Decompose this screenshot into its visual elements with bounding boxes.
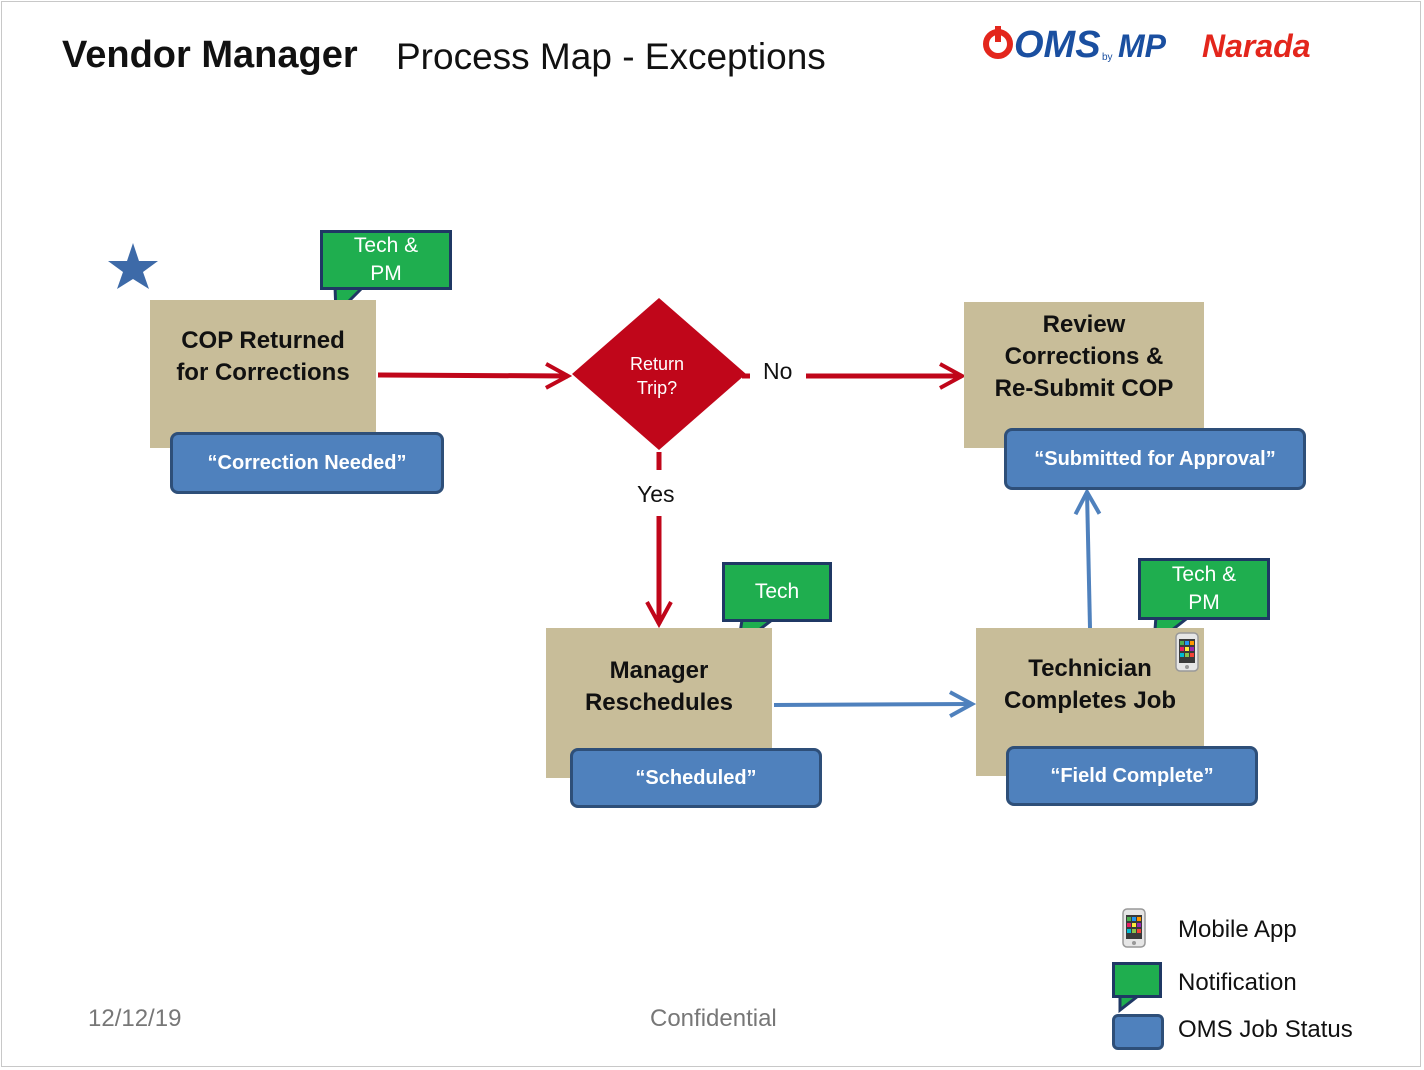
legend-notification-label: Notification	[1178, 969, 1297, 996]
footer-confidential: Confidential	[650, 1005, 777, 1032]
legend-job-status-label: OMS Job Status	[1178, 1016, 1353, 1043]
process-cop-returned: COP Returned for Corrections	[150, 300, 376, 448]
legend-notification-swatch	[1112, 962, 1162, 998]
page-subtitle: Process Map - Exceptions	[396, 36, 826, 77]
decision-no-label: No	[763, 358, 793, 384]
status-scheduled: “Scheduled”	[570, 748, 822, 808]
oms-mp-narada-logo: OMS by MP Narada	[983, 24, 1311, 66]
arrow-cop-to-decision	[377, 362, 573, 390]
mobile-phone-icon	[1175, 632, 1199, 672]
logo-mp-text: MP	[1118, 28, 1167, 64]
decision-diamond	[572, 298, 746, 450]
legend-notification-tail	[1118, 994, 1143, 1014]
star-icon	[108, 243, 158, 289]
logo-narada-text: Narada	[1202, 28, 1311, 64]
decision-label-line1: Return	[630, 354, 684, 374]
process-review-corrections: Review Corrections & Re-Submit COP	[964, 302, 1204, 448]
status-correction-needed: “Correction Needed”	[170, 432, 444, 494]
decision-yes-label: Yes	[637, 481, 675, 507]
legend-mobile-app-icon	[1122, 908, 1146, 948]
legend-mobile-app-label: Mobile App	[1178, 916, 1297, 943]
notification-cop-returned: Tech & PM	[320, 230, 452, 290]
page-title: Vendor Manager	[62, 34, 358, 76]
arrow-technician-to-review	[1073, 487, 1102, 629]
status-field-complete: “Field Complete”	[1006, 746, 1258, 806]
notification-manager: Tech	[722, 562, 832, 622]
legend-job-status-swatch	[1112, 1014, 1164, 1050]
status-submitted-for-approval: “Submitted for Approval”	[1004, 428, 1306, 490]
footer-date: 12/12/19	[88, 1005, 182, 1032]
logo-oms-text: OMS	[1014, 24, 1101, 66]
decision-label-line2: Trip?	[637, 378, 677, 398]
arrow-manager-to-technician	[773, 690, 977, 718]
notification-technician: Tech & PM	[1138, 558, 1270, 620]
logo-by-text: by	[1102, 52, 1113, 63]
